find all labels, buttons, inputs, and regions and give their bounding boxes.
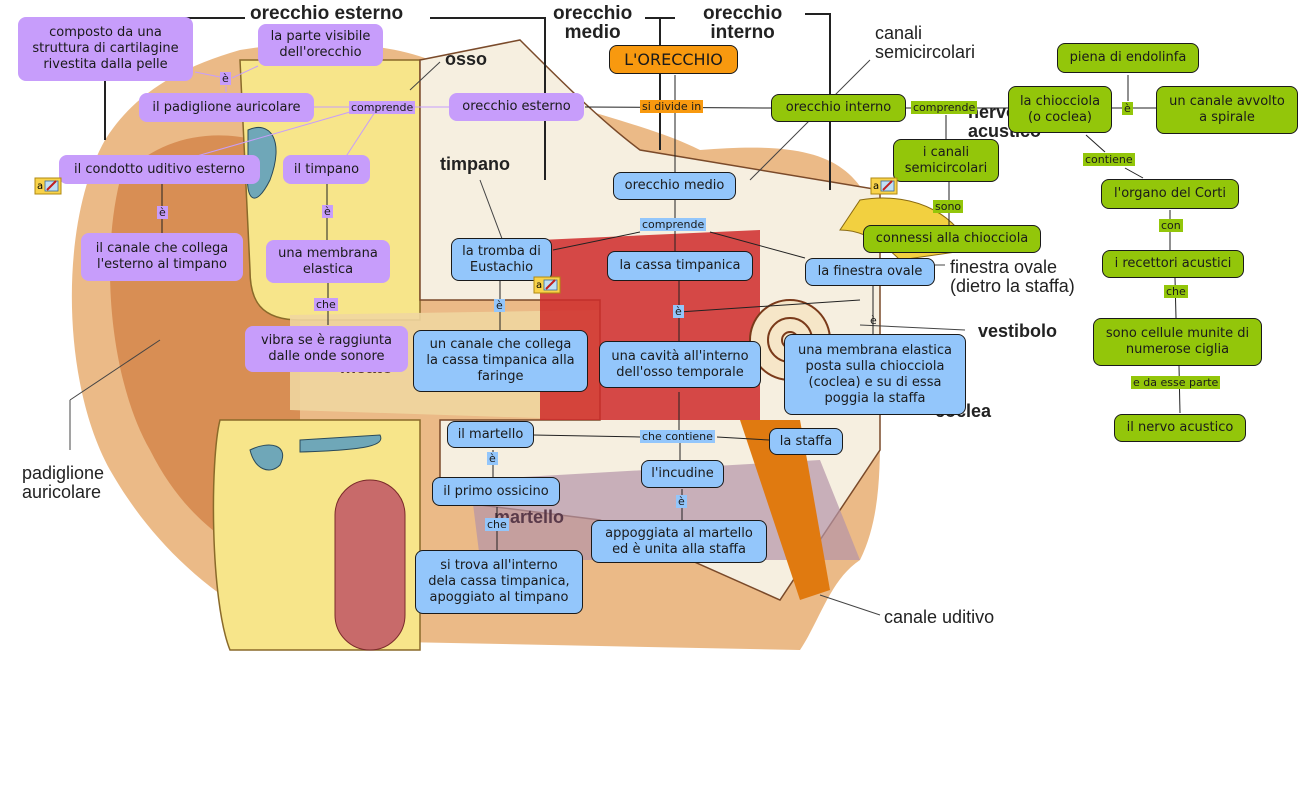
link-label-martello-e: è: [487, 452, 498, 465]
node-canali-semicircolari[interactable]: i canali semicircolari: [893, 139, 999, 182]
node-endolinfa[interactable]: piena di endolinfa: [1057, 43, 1199, 73]
link-contiene-staffa: [716, 436, 770, 441]
link-comprende-tromba: [552, 231, 641, 251]
node-nervo-acustico[interactable]: il nervo acustico: [1114, 414, 1246, 442]
node-finestra-ovale[interactable]: la finestra ovale: [805, 258, 935, 286]
illustration-label-martello: martello: [494, 507, 565, 527]
node-incudine-desc[interactable]: appoggiata al martello ed è unita alla s…: [591, 520, 767, 563]
node-martello[interactable]: il martello: [447, 421, 534, 448]
node-recettori-acustici[interactable]: i recettori acustici: [1102, 250, 1244, 278]
node-padiglione-desc2[interactable]: la parte visibile dell'orecchio: [258, 24, 383, 66]
note-icon[interactable]: a: [533, 276, 561, 294]
node-finestra-desc[interactable]: una membrana elastica posta sulla chiocc…: [784, 334, 966, 415]
link-label-timpano-che: che: [314, 298, 338, 311]
link-chiocciola-contiene: [1085, 134, 1106, 153]
node-root-orecchio[interactable]: L'ORECCHIO: [609, 45, 738, 74]
svg-text:a: a: [873, 181, 879, 192]
orange-canal: [740, 420, 830, 600]
node-martello-posizione[interactable]: si trova all'interno dela cassa timpanic…: [415, 550, 583, 614]
link-cassa-e-extra: [678, 299, 861, 313]
svg-text:a: a: [536, 280, 542, 291]
link-label-contiene: contiene: [1083, 153, 1135, 166]
node-timpano-vibra[interactable]: vibra se è raggiunta dalle onde sonore: [245, 326, 408, 372]
node-cellule-ciglia[interactable]: sono cellule munite di numerose ciglia: [1093, 318, 1262, 366]
node-canali-desc[interactable]: connessi alla chiocciola: [863, 225, 1041, 253]
illustration-label-orecchio-esterno: orecchio esterno: [250, 3, 404, 24]
link-label-esterno-comprende: comprende: [349, 101, 416, 114]
node-padiglione-auricolare[interactable]: il padiglione auricolare: [139, 93, 314, 122]
note-icon[interactable]: a: [870, 177, 898, 195]
illustration-label-osso: osso: [445, 49, 488, 69]
node-cassa-timpanica[interactable]: la cassa timpanica: [607, 251, 753, 281]
link-contiene-martello: [532, 434, 641, 438]
node-condotto-uditivo[interactable]: il condotto uditivo esterno: [59, 155, 260, 184]
illustration-label-canale-uditivo: canale uditivo: [884, 607, 995, 627]
blue-cartilage-3: [299, 434, 382, 453]
link-ciglia-nervo: [1178, 365, 1181, 414]
illustration-label-vestibolo: vestibolo: [978, 321, 1058, 341]
node-condotto-desc[interactable]: il canale che collega l'esterno al timpa…: [81, 233, 243, 281]
link-label-interno-comprende: comprende: [911, 101, 978, 114]
link-label-tromba-e: è: [494, 299, 505, 312]
link-label-cassa-e: è: [673, 305, 684, 318]
link-label-finestra-e: è: [870, 314, 877, 327]
node-tromba-desc[interactable]: un canale che collega la cassa timpanica…: [413, 330, 588, 392]
illustration-label-orecchio-interno: orecchio interno: [703, 3, 783, 43]
link-label-che-contiene: che contiene: [640, 430, 715, 443]
node-orecchio-interno[interactable]: orecchio interno: [771, 94, 906, 122]
link-label-martello-che: che: [485, 518, 509, 531]
illustration-label-finestra-ovale: finestra ovale (dietro la staffa): [950, 257, 1075, 296]
link-label-incudine-e: è: [676, 495, 687, 508]
link-label-canali-sono: sono: [933, 200, 964, 213]
node-canale-spirale[interactable]: un canale avvolto a spirale: [1156, 86, 1298, 134]
node-cassa-desc[interactable]: una cavità all'interno dell'osso tempora…: [599, 341, 761, 388]
link-label-medio-comprende: comprende: [640, 218, 707, 231]
link-label-condotto-e: è: [157, 206, 168, 219]
node-martello-desc[interactable]: il primo ossicino: [432, 477, 560, 506]
link-label-e-da-esse-parte: e da esse parte: [1131, 376, 1221, 389]
pointer-lines: [69, 59, 966, 616]
link-label-chiocciola-e: è: [1122, 102, 1133, 115]
illustration-label-orecchio-medio: orecchio medio: [553, 3, 633, 43]
link-comprende-timpano: [344, 111, 376, 159]
link-label-si-divide-in: si divide in: [640, 100, 704, 113]
node-timpano[interactable]: il timpano: [283, 155, 370, 184]
link-recettori-ciglia: [1174, 277, 1177, 319]
link-label-timpano-e: è: [322, 205, 333, 218]
node-chiocciola[interactable]: la chiocciola (o coclea): [1008, 86, 1112, 133]
node-tromba-eustachio[interactable]: la tromba di Eustachio: [451, 238, 552, 281]
note-icon[interactable]: a: [34, 177, 62, 195]
link-comprende-condotto: [189, 111, 351, 159]
node-padiglione-desc1[interactable]: composto da una struttura di cartilagine…: [18, 17, 193, 81]
illustration-label-canali-semicircolari: canali semicircolari: [875, 23, 976, 62]
illustration-label-timpano: timpano: [440, 154, 510, 174]
node-organo-corti[interactable]: l'organo del Corti: [1101, 179, 1239, 209]
link-label-padiglione-e: è: [220, 72, 231, 85]
svg-text:a: a: [37, 181, 43, 192]
gland-shape: [334, 479, 406, 651]
link-label-che: che: [1164, 285, 1188, 298]
node-incudine[interactable]: l'incudine: [641, 460, 724, 488]
link-comprende-finestra: [709, 231, 806, 259]
link-contiene-corti: [1124, 167, 1144, 179]
link-label-con: con: [1159, 219, 1183, 232]
node-timpano-desc[interactable]: una membrana elastica: [266, 240, 390, 283]
node-orecchio-medio[interactable]: orecchio medio: [613, 172, 736, 200]
blue-cartilage-2: [249, 444, 284, 471]
node-orecchio-esterno[interactable]: orecchio esterno: [449, 93, 584, 121]
node-staffa[interactable]: la staffa: [769, 428, 843, 455]
illustration-label-padiglione-auricolare: padiglione auricolare: [22, 463, 105, 502]
link-pad-desc2: [231, 65, 259, 79]
